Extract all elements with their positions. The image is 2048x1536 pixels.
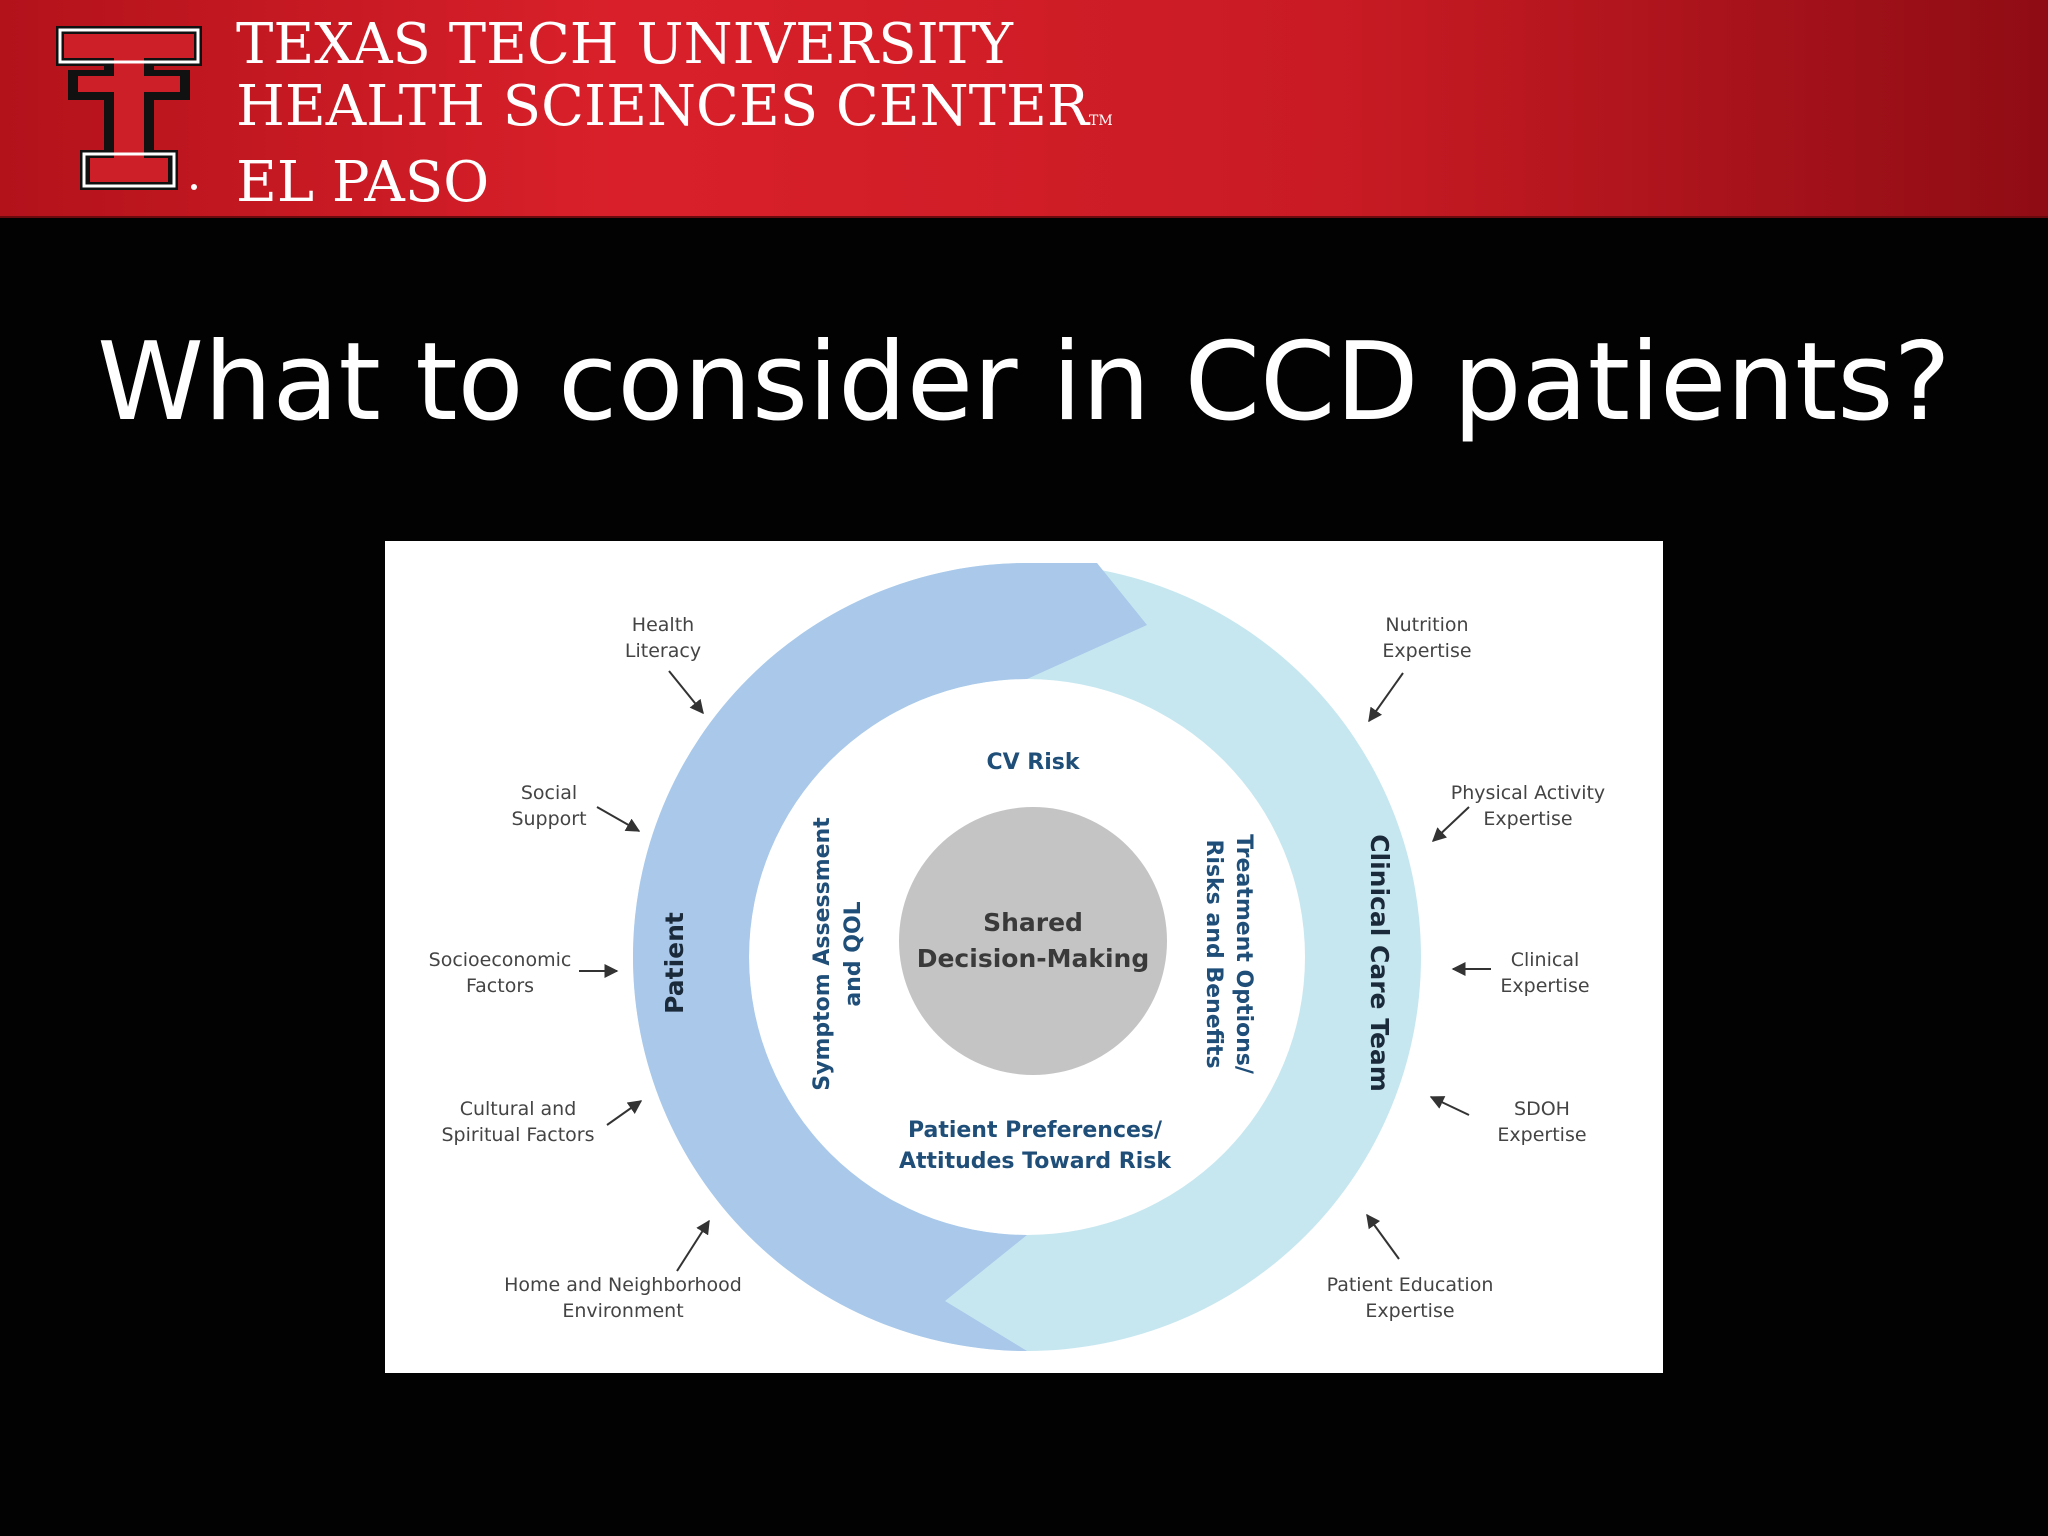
double-t-logo — [56, 26, 202, 190]
factor-home-line-1: Home and Neighborhood — [504, 1274, 742, 1296]
factor-sdoh-line-1: SDOH — [1514, 1098, 1570, 1120]
shared-decision-diagram: Shared Decision-Making CV Risk Patient P… — [385, 541, 1663, 1373]
preferences-label-line-2: Attitudes Toward Risk — [899, 1149, 1172, 1174]
arrow-physical-activity — [1431, 806, 1470, 842]
factor-socioeconomic-line-1: Socioeconomic — [429, 949, 572, 971]
factor-physical-activity-line-2: Expertise — [1483, 808, 1572, 830]
institution-line-2-text: HEALTH SCIENCES CENTER — [236, 74, 1089, 139]
center-label-line-1: Shared — [983, 908, 1083, 937]
slide-title: What to consider in CCD patients? — [97, 320, 1951, 445]
arrow-nutrition — [1368, 672, 1404, 723]
patient-ring-label: Patient — [660, 912, 689, 1014]
factor-cultural-line-2: Spiritual Factors — [441, 1124, 594, 1146]
institution-line-1: TEXAS TECH UNIVERSITY — [236, 12, 1014, 77]
factor-health-literacy-line-2: Literacy — [625, 640, 701, 662]
institution-name: TEXAS TECH UNIVERSITY HEALTH SCIENCES CE… — [236, 14, 1113, 214]
institution-line-3: EL PASO — [236, 150, 490, 215]
factor-clinical-line-2: Expertise — [1500, 975, 1589, 997]
arrow-home — [676, 1219, 710, 1272]
factor-patient-education-line-1: Patient Education — [1327, 1274, 1494, 1296]
arrow-social-support — [596, 806, 641, 832]
cv-risk-label: CV Risk — [986, 750, 1080, 775]
center-circle — [899, 807, 1167, 1075]
team-ring-label: Clinical Care Team — [1365, 834, 1394, 1092]
factor-clinical-line-1: Clinical — [1511, 949, 1580, 971]
diagram-canvas: Shared Decision-Making CV Risk Patient P… — [429, 563, 1605, 1351]
treatment-label-line-1: Treatment Options/ — [1231, 834, 1256, 1075]
symptom-label-line-1: Symptom Assessment — [810, 817, 835, 1091]
factor-home-line-2: Environment — [562, 1300, 683, 1322]
center-label-line-2: Decision-Making — [917, 944, 1150, 973]
trademark-mark: TM — [1089, 113, 1113, 129]
arrow-cultural — [606, 1100, 643, 1126]
preferences-label-line-1: Patient Preferences/ — [908, 1118, 1163, 1143]
factor-sdoh-line-2: Expertise — [1497, 1124, 1586, 1146]
factor-nutrition-line-2: Expertise — [1382, 640, 1471, 662]
treatment-label-line-2: Risks and Benefits — [1201, 839, 1226, 1068]
arrow-sdoh — [1429, 1096, 1470, 1116]
factor-socioeconomic-line-2: Factors — [466, 975, 534, 997]
factor-cultural-line-1: Cultural and — [460, 1098, 577, 1120]
institution-line-2: HEALTH SCIENCES CENTERTM — [236, 76, 1113, 152]
patient-ring-arrow — [633, 563, 1147, 1351]
factor-physical-activity-line-1: Physical Activity — [1451, 782, 1605, 804]
factor-social-support-line-2: Support — [511, 808, 586, 830]
arrow-health-literacy — [668, 670, 704, 715]
header-banner: TEXAS TECH UNIVERSITY HEALTH SCIENCES CE… — [0, 0, 2048, 218]
factor-social-support-line-1: Social — [521, 782, 577, 804]
factor-health-literacy-line-1: Health — [632, 614, 694, 636]
symptom-label-line-2: and QOL — [841, 901, 866, 1006]
factor-patient-education-line-2: Expertise — [1365, 1300, 1454, 1322]
factor-nutrition-line-1: Nutrition — [1385, 614, 1468, 636]
arrow-patient-education — [1366, 1213, 1400, 1260]
